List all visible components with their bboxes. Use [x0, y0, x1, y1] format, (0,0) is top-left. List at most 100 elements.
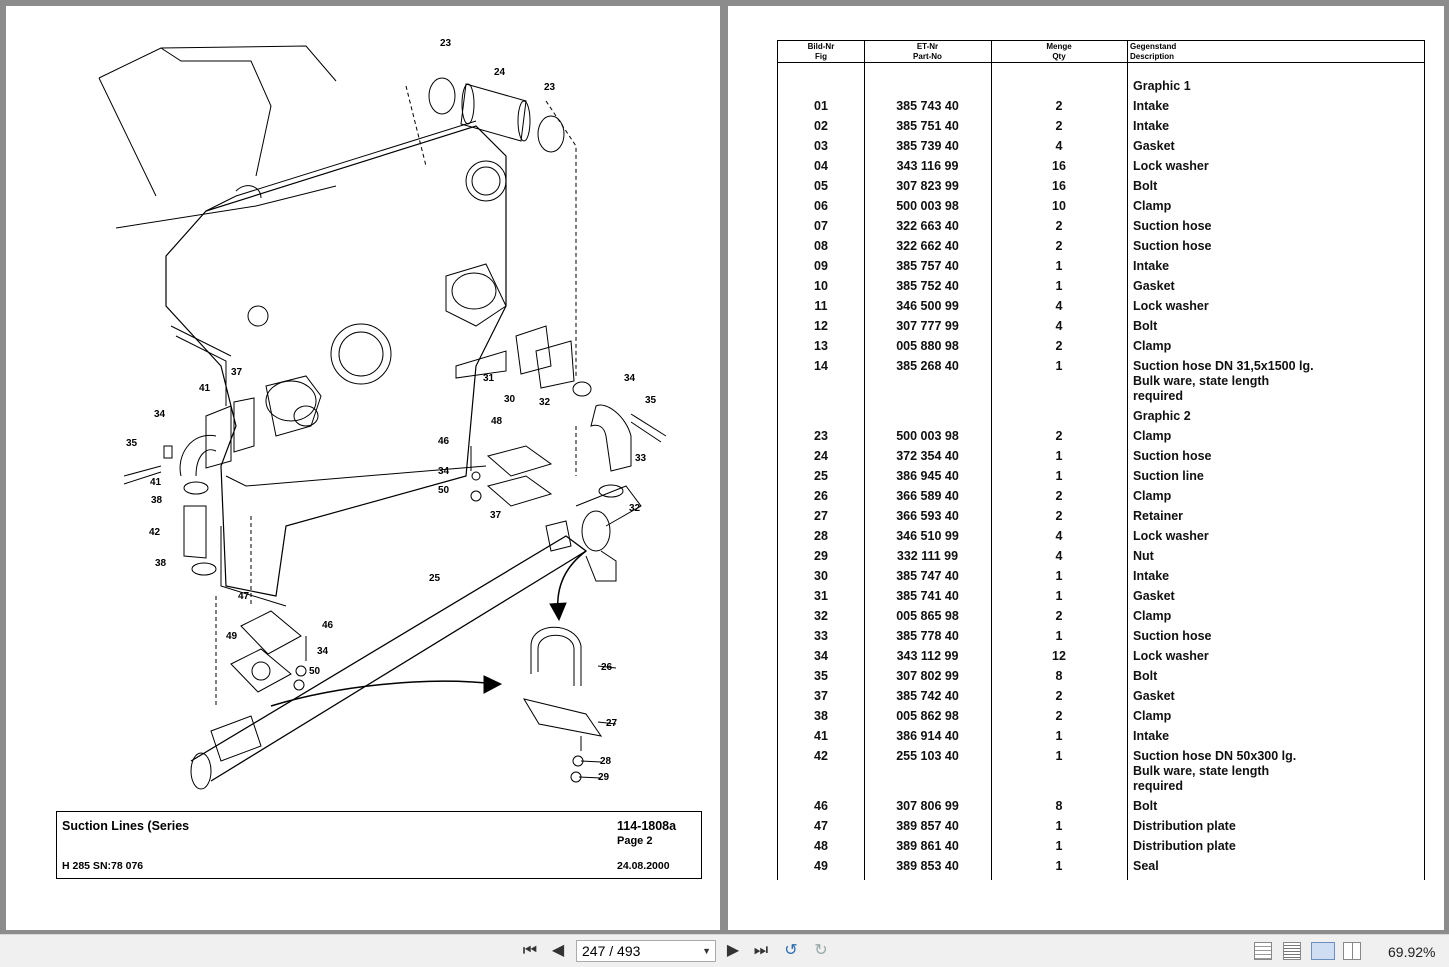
qty-cell: 2 — [1055, 509, 1063, 523]
description-cell: Clamp — [1133, 429, 1172, 443]
part-no-cell: 322 663 40 — [896, 219, 959, 233]
description-cell: Suction hose — [1133, 219, 1212, 233]
description-cell: Suction line — [1133, 469, 1204, 483]
qty-cell: 2 — [1055, 429, 1063, 443]
qty-cell: 1 — [1055, 259, 1063, 273]
prev-page-icon[interactable]: ◀ — [551, 942, 565, 959]
fig-cell: 02 — [814, 119, 828, 133]
qty-cell: 2 — [1055, 339, 1063, 353]
qty-cell: 16 — [1052, 179, 1066, 193]
continuous-icon[interactable] — [1283, 942, 1301, 960]
part-no-cell: 307 823 99 — [896, 179, 959, 193]
go-back-icon[interactable]: ↺ — [784, 942, 798, 959]
qty-cell: 1 — [1055, 629, 1063, 643]
callout-23a: 23 — [440, 38, 452, 49]
description-cell: Graphic 1 — [1133, 79, 1191, 93]
callout-29: 29 — [598, 772, 610, 783]
qty-cell: 1 — [1055, 359, 1063, 373]
fig-cell: 41 — [814, 729, 828, 743]
qty-cell: 1 — [1055, 569, 1063, 583]
description-cell: Bolt — [1133, 179, 1158, 193]
zoom-level[interactable]: 69.92% — [1388, 944, 1436, 960]
fig-cell: 48 — [814, 839, 828, 853]
fig-cell: 13 — [814, 339, 828, 353]
fig-cell: 07 — [814, 219, 828, 233]
part-no-cell: 343 116 99 — [896, 159, 959, 173]
part-no-cell: 385 752 40 — [896, 279, 959, 293]
description-cell: Gasket — [1133, 139, 1175, 153]
qty-cell: 2 — [1055, 709, 1063, 723]
page-number-input[interactable]: 247 / 493 ▼ — [576, 940, 716, 962]
part-no-cell: 366 593 40 — [896, 509, 959, 523]
part-no-cell: 332 111 99 — [896, 549, 959, 563]
callout-32a: 32 — [539, 397, 551, 408]
callout-47: 47 — [238, 591, 250, 602]
part-no-cell: 385 741 40 — [896, 589, 959, 603]
callout-41b: 41 — [150, 477, 162, 488]
part-no-cell: 005 880 98 — [896, 339, 959, 353]
next-page-icon[interactable]: ▶ — [726, 942, 740, 959]
callout-46b: 46 — [322, 620, 334, 631]
part-no-cell: 343 112 99 — [896, 649, 959, 663]
description-cell: Clamp — [1133, 489, 1172, 503]
description-cell: Suction hose DN 31,5x1500 lg. — [1133, 359, 1314, 373]
fig-cell: 29 — [814, 549, 828, 563]
callout-30: 30 — [504, 394, 516, 405]
part-no-cell: 389 853 40 — [896, 859, 959, 873]
description-cell: Bolt — [1133, 799, 1158, 813]
qty-cell: 2 — [1055, 119, 1063, 133]
callout-33: 33 — [635, 453, 647, 464]
model-serial: H 285 SN:78 076 — [62, 860, 144, 872]
description-cell: Seal — [1133, 859, 1159, 873]
fig-cell: 31 — [814, 589, 828, 603]
first-page-icon[interactable]: ⏮ — [522, 942, 538, 959]
part-no-cell: 500 003 98 — [896, 429, 959, 443]
description-cell: Graphic 2 — [1133, 409, 1191, 423]
fig-cell: 10 — [814, 279, 828, 293]
part-no-cell: 385 268 40 — [896, 359, 959, 373]
part-no-cell: 005 862 98 — [896, 709, 959, 723]
viewer-toolbar: ⏮ ◀ 247 / 493 ▼ ▶ ⏭ ↺ ↻ 69.92% — [0, 934, 1449, 967]
fig-cell: 35 — [814, 669, 828, 683]
callout-35a: 35 — [126, 438, 138, 449]
part-no-cell: 255 103 40 — [896, 749, 959, 763]
qty-cell: 1 — [1055, 839, 1063, 853]
part-no-cell: 322 662 40 — [896, 239, 959, 253]
callout-46a: 46 — [438, 436, 450, 447]
document-number: 114-1808a — [617, 819, 677, 833]
two-page-continuous-icon[interactable] — [1343, 942, 1361, 960]
callout-34d: 34 — [317, 646, 329, 657]
description-cell: Clamp — [1133, 199, 1172, 213]
qty-cell: 4 — [1055, 299, 1063, 313]
part-no-cell: 500 003 98 — [896, 199, 959, 213]
description-cell: Lock washer — [1133, 649, 1209, 663]
qty-cell: 1 — [1055, 449, 1063, 463]
chevron-down-icon[interactable]: ▼ — [702, 946, 711, 956]
qty-cell: 1 — [1055, 469, 1063, 483]
two-page-icon[interactable] — [1311, 942, 1335, 960]
qty-cell: 2 — [1055, 609, 1063, 623]
go-forward-icon[interactable]: ↻ — [814, 942, 828, 959]
description-cell: Bolt — [1133, 319, 1158, 333]
description-cell: Lock washer — [1133, 299, 1209, 313]
qty-cell: 4 — [1055, 529, 1063, 543]
part-no-cell: 386 914 40 — [896, 729, 959, 743]
page-indicator: 247 / 493 — [582, 943, 641, 959]
last-page-icon[interactable]: ⏭ — [753, 942, 769, 959]
fig-cell: 25 — [814, 469, 828, 483]
part-no-cell: 366 589 40 — [896, 489, 959, 503]
fig-cell: 46 — [814, 799, 828, 813]
description-cell: Intake — [1133, 99, 1170, 113]
single-page-icon[interactable] — [1254, 942, 1272, 960]
part-no-cell: 389 857 40 — [896, 819, 959, 833]
fig-cell: 34 — [814, 649, 828, 663]
callout-25: 25 — [429, 573, 441, 584]
qty-cell: 2 — [1055, 689, 1063, 703]
part-no-cell: 346 510 99 — [896, 529, 959, 543]
description-cell: Intake — [1133, 259, 1170, 273]
fig-cell: 11 — [814, 299, 828, 313]
fig-cell: 04 — [814, 159, 828, 173]
fig-cell: 30 — [814, 569, 828, 583]
fig-cell: 33 — [814, 629, 828, 643]
